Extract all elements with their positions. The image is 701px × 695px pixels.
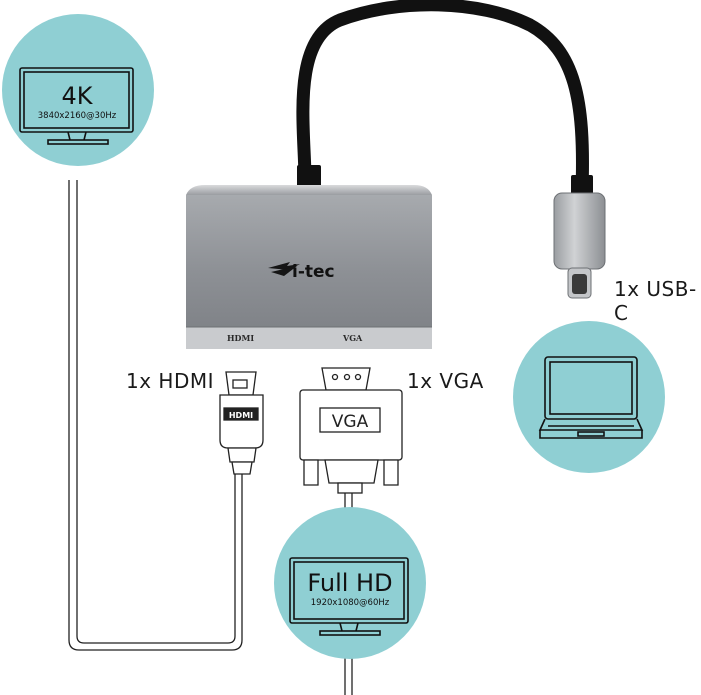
laptop-circle: [513, 321, 665, 473]
monitor-4k-title: 4K: [61, 82, 93, 110]
laptop-icon: [538, 356, 644, 439]
hdmi-cable-line: [68, 180, 243, 651]
label-hdmi: 1x HDMI: [126, 369, 215, 393]
hdmi-plug-text: HDMI: [229, 411, 253, 420]
hdmi-connector: HDMI: [219, 371, 264, 475]
vga-connector: VGA: [299, 367, 403, 494]
monitor-fullhd-resolution: 1920x1080@60Hz: [311, 598, 390, 608]
monitor-fullhd-title: Full HD: [307, 569, 392, 597]
i-tec-brand-text: i-tec: [292, 262, 335, 282]
monitor-fullhd-icon: [289, 557, 409, 636]
usbc-plug: [553, 192, 606, 299]
monitor-4k-circle: 4K 3840x2160@30Hz: [2, 14, 154, 166]
monitor-fullhd-circle: Full HD 1920x1080@60Hz: [274, 507, 426, 659]
label-usbc: 1x USB-C: [614, 277, 697, 325]
vga-plug-text: VGA: [332, 412, 369, 432]
i-tec-logo: i-tec: [268, 262, 335, 282]
monitor-4k-resolution: 3840x2160@30Hz: [38, 111, 117, 121]
label-vga: 1x VGA: [407, 369, 484, 393]
port-label-vga: VGA: [342, 333, 363, 343]
port-label-hdmi: HDMI: [227, 333, 254, 343]
adapter-body: [186, 185, 432, 349]
usbc-cable: [296, 0, 593, 197]
monitor-4k-icon: [19, 67, 134, 145]
